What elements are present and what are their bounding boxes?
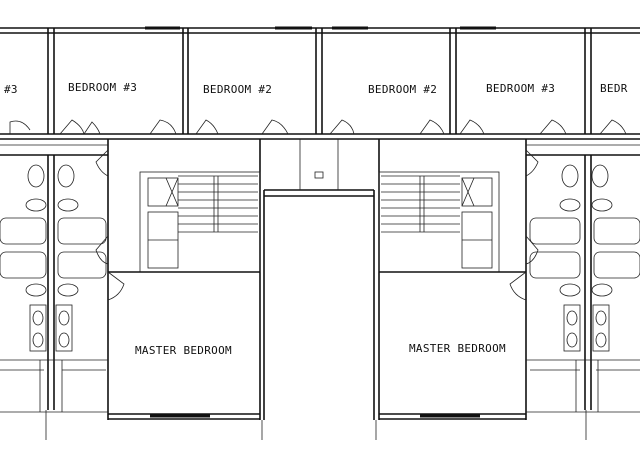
room-label-bedroom3-right: BEDROOM #3: [486, 82, 555, 95]
room-label-master-right: MASTER BEDROOM: [409, 342, 506, 355]
left-bathrooms: [0, 144, 109, 410]
room-label-bedroom3-left: BEDROOM #3: [68, 81, 137, 94]
room-label-bedroom2-right: BEDROOM #2: [368, 83, 437, 96]
lower-closets: [0, 360, 640, 440]
upper-bedroom-walls: [0, 27, 640, 140]
right-bathrooms: [525, 144, 640, 410]
room-label-bedroom-far-right: BEDR: [600, 82, 628, 95]
left-stairs: [139, 171, 261, 273]
room-label-master-left: MASTER BEDROOM: [135, 344, 232, 357]
right-stairs: [378, 171, 500, 273]
master-bedroom-walls: [107, 271, 527, 420]
room-label-bedroom3-far-left: #3: [4, 83, 18, 96]
room-labels: #3 BEDROOM #3 BEDROOM #2 BEDROOM #2 BEDR…: [4, 81, 628, 357]
room-label-bedroom2-left: BEDROOM #2: [203, 83, 272, 96]
upper-door-swings: [9, 119, 627, 135]
central-hall-walls: [107, 139, 527, 420]
